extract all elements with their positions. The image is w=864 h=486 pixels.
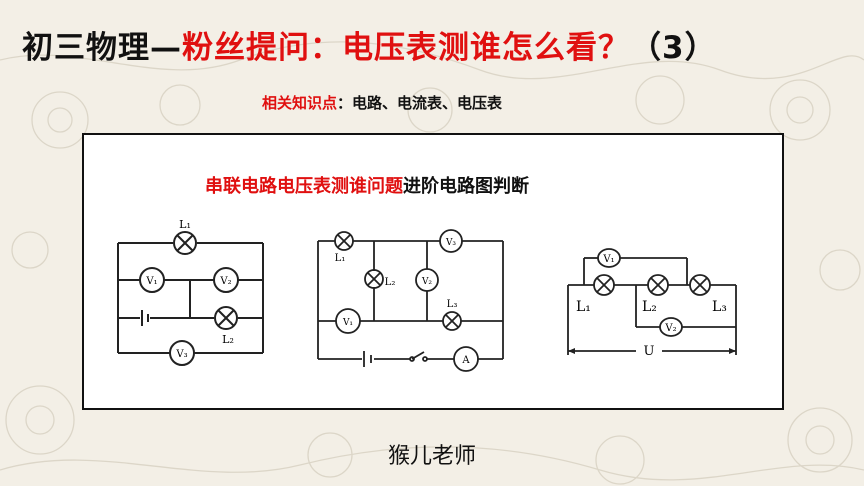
d2-lamp2-label: L₂ — [385, 277, 396, 288]
page-title: 初三物理—粉丝提问：电压表测谁怎么看？（3） — [22, 22, 717, 66]
teacher-name: 猴儿老师 — [387, 444, 476, 469]
d1-lamp2-label: L₂ — [222, 333, 234, 346]
d1-lamp1-label: L₁ — [179, 218, 191, 231]
related-topics: 相关知识点：电路、电流表、电压表 — [262, 92, 502, 113]
d3-lamp3-label: L₃ — [712, 299, 727, 315]
d3-voltage-label: U — [644, 344, 655, 359]
d2-ammeter: A — [461, 355, 470, 366]
circuit-diagram-2: L₁ L₂ L₃ V₁ V₂ V₃ A — [317, 229, 504, 372]
title-prefix: 初三物理— — [22, 30, 182, 66]
d2-lamp1-label: L₁ — [335, 253, 346, 264]
d3-meter2: V₂ — [664, 323, 676, 334]
title-highlight: 粉丝提问：电压表测谁怎么看？ — [182, 30, 630, 66]
d3-lamp2-label: L₂ — [642, 299, 657, 315]
d2-lamp3-label: L₃ — [447, 299, 458, 310]
circuit-diagram-1: L₁ L₂ V₁ V₂ V₃ — [117, 218, 264, 366]
d2-meter3: V₃ — [445, 238, 456, 248]
related-topics-text: ：电路、电流表、电压表 — [337, 94, 503, 112]
d3-meter1: V₁ — [602, 254, 614, 265]
d1-meter3: V₃ — [175, 349, 187, 360]
title-suffix: （3） — [630, 30, 717, 66]
d3-lamp1-label: L₁ — [576, 299, 591, 315]
panel-heading: 串联电路电压表测谁问题进阶电路图判断 — [205, 172, 529, 198]
panel-heading-black: 进阶电路图判断 — [403, 176, 529, 197]
d2-meter1: V₁ — [342, 318, 353, 328]
d2-meter2: V₂ — [421, 277, 432, 287]
d1-meter2: V₂ — [219, 276, 231, 287]
related-topics-label: 相关知识点 — [262, 94, 338, 112]
circuit-diagram-3: L₁ L₂ L₃ V₁ V₂ U — [567, 248, 737, 359]
panel-heading-red: 串联电路电压表测谁问题 — [205, 176, 403, 197]
d1-meter1: V₁ — [145, 276, 157, 287]
